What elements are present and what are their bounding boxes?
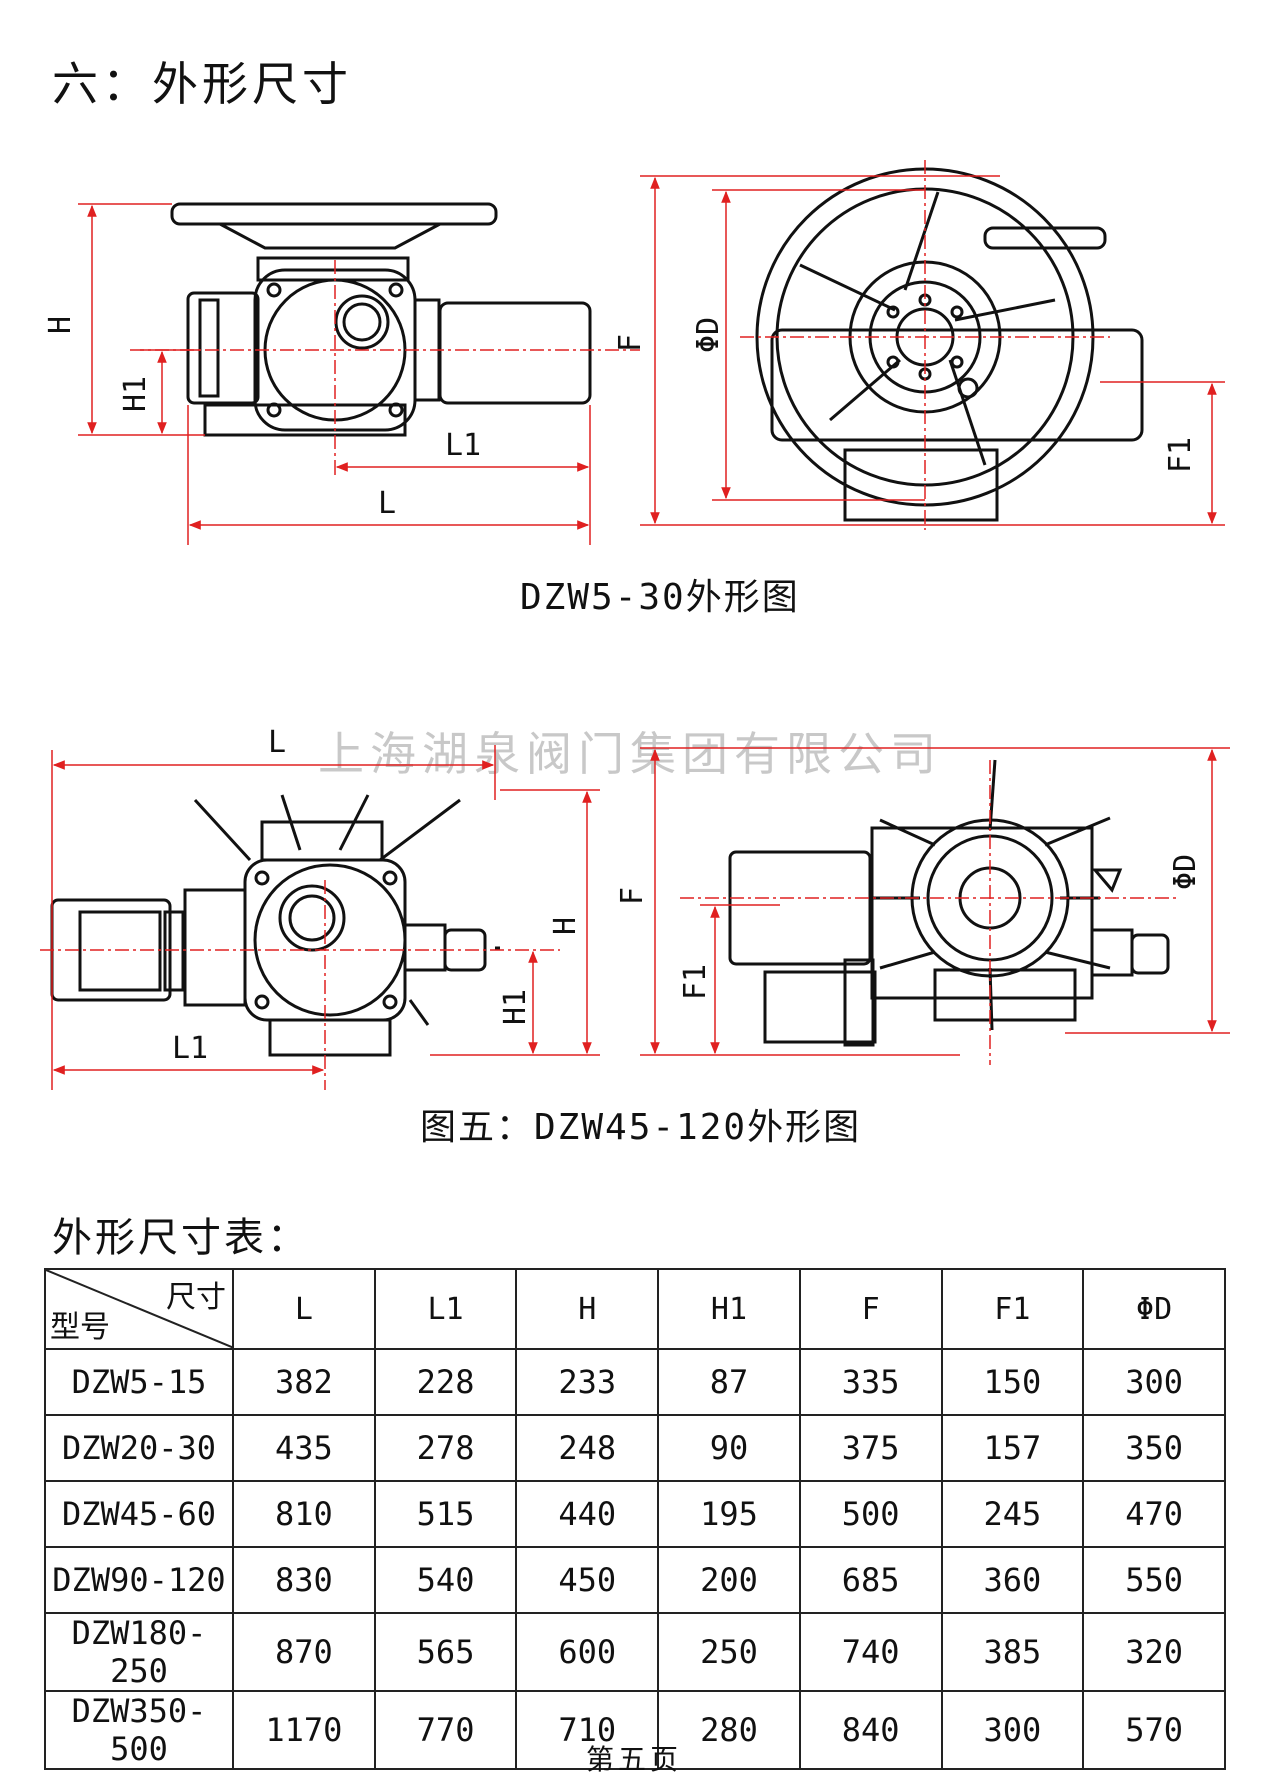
column-header: L1: [373, 1268, 518, 1350]
value-cell: 550: [1082, 1546, 1226, 1614]
column-header: F: [798, 1268, 943, 1350]
model-cell: DZW45-60: [44, 1480, 234, 1548]
actuator-side-view: [170, 202, 592, 437]
value-cell: 245: [940, 1480, 1085, 1548]
table-row: DZW20-30 435 278 248 90 375 157 350: [44, 1414, 1226, 1482]
actuator-side-view-2: [50, 794, 500, 1057]
value-cell: 150: [940, 1348, 1085, 1416]
table-corner-cell: 尺寸 型号: [44, 1268, 234, 1350]
value-cell: 740: [798, 1612, 943, 1692]
column-header: H1: [657, 1268, 801, 1350]
dimensions-table: 尺寸 型号 L L1 H H1 F F1 ΦD DZW5-15 382 228 …: [44, 1268, 1226, 1770]
dim-label-H1-2: H1: [498, 989, 533, 1025]
dim-label-H-2: H: [548, 917, 583, 935]
dim-label-L-2: L: [268, 725, 286, 760]
dim-label-phiD-2: ΦD: [1168, 854, 1203, 890]
value-cell: 233: [515, 1348, 660, 1416]
table-row: DZW45-60 810 515 440 195 500 245 470: [44, 1480, 1226, 1548]
value-cell: 375: [798, 1414, 943, 1482]
value-cell: 515: [373, 1480, 518, 1548]
value-cell: 382: [232, 1348, 376, 1416]
value-cell: 250: [657, 1612, 801, 1692]
figure1-left-labels: H H1 L1 L: [43, 316, 481, 521]
model-cell: DZW20-30: [44, 1414, 234, 1482]
value-cell: 1170: [232, 1690, 376, 1770]
value-cell: 90: [657, 1414, 801, 1482]
section-title: 六：外形尺寸: [52, 57, 352, 111]
figure1-right-labels: F ΦD F1: [613, 317, 1198, 473]
value-cell: 440: [515, 1480, 660, 1548]
table-title: 外形尺寸表：: [52, 1215, 310, 1261]
value-cell: 385: [940, 1612, 1085, 1692]
dim-label-phiD: ΦD: [691, 317, 726, 353]
model-cell: DZW5-15: [44, 1348, 234, 1416]
value-cell: 500: [798, 1480, 943, 1548]
column-header: L: [232, 1268, 376, 1350]
dim-label-F: F: [613, 334, 648, 352]
dim-label-F1: F1: [1163, 437, 1198, 473]
corner-top-label: 尺寸: [166, 1280, 226, 1315]
page-number: 第五页: [586, 1743, 683, 1776]
value-cell: 335: [798, 1348, 943, 1416]
value-cell: 300: [1082, 1348, 1226, 1416]
figure2-right-labels: F F1 ΦD: [615, 854, 1203, 1000]
figure2-caption: 图五：DZW45-120外形图: [420, 1107, 862, 1148]
table-row: DZW90-120 830 540 450 200 685 360 550: [44, 1546, 1226, 1614]
value-cell: 87: [657, 1348, 801, 1416]
table-row: DZW5-15 382 228 233 87 335 150 300: [44, 1348, 1226, 1416]
value-cell: 770: [373, 1690, 518, 1770]
figure2-left-labels: L L1 H H1: [172, 725, 583, 1066]
value-cell: 600: [515, 1612, 660, 1692]
model-cell: DZW180-250: [44, 1612, 234, 1692]
value-cell: 810: [232, 1480, 376, 1548]
figure-dzw45-120-drawing: L L1 H H1 F F1 ΦD: [40, 725, 1230, 1090]
table-row: DZW180-250 870 565 600 250 740 385 320: [44, 1612, 1226, 1692]
value-cell: 830: [232, 1546, 376, 1614]
model-cell: DZW350-500: [44, 1690, 234, 1770]
dim-label-F-2: F: [615, 887, 650, 905]
dim-label-F1-2: F1: [678, 964, 713, 1000]
value-cell: 570: [1082, 1690, 1226, 1770]
value-cell: 470: [1082, 1480, 1226, 1548]
value-cell: 540: [373, 1546, 518, 1614]
value-cell: 300: [940, 1690, 1085, 1770]
column-header: F1: [940, 1268, 1085, 1350]
dim-label-H: H: [43, 316, 78, 334]
actuator-front-view-2: [728, 759, 1170, 1047]
value-cell: 565: [373, 1612, 518, 1692]
value-cell: 350: [1082, 1414, 1226, 1482]
column-header: ΦD: [1082, 1268, 1226, 1350]
value-cell: 280: [657, 1690, 801, 1770]
corner-bottom-label: 型号: [50, 1310, 110, 1345]
figure1-caption: DZW5-30外形图: [520, 577, 800, 618]
value-cell: 870: [232, 1612, 376, 1692]
dim-label-L1-2: L1: [172, 1031, 208, 1066]
value-cell: 360: [940, 1546, 1085, 1614]
value-cell: 157: [940, 1414, 1085, 1482]
value-cell: 685: [798, 1546, 943, 1614]
company-watermark: 上海湖泉阀门集团有限公司: [318, 727, 942, 781]
value-cell: 450: [515, 1546, 660, 1614]
column-header: H: [515, 1268, 660, 1350]
model-cell: DZW90-120: [44, 1546, 234, 1614]
dim-label-H1: H1: [118, 376, 153, 412]
value-cell: 435: [232, 1414, 376, 1482]
value-cell: 248: [515, 1414, 660, 1482]
dim-label-L: L: [378, 486, 396, 521]
value-cell: 200: [657, 1546, 801, 1614]
table-header-row: 尺寸 型号 L L1 H H1 F F1 ΦD: [44, 1268, 1226, 1350]
figure-dzw5-30-drawing: H H1 L1 L F ΦD F1: [43, 160, 1225, 545]
handwheel-front-view: [755, 167, 1144, 522]
value-cell: 278: [373, 1414, 518, 1482]
value-cell: 840: [798, 1690, 943, 1770]
dim-label-L1: L1: [445, 428, 481, 463]
value-cell: 228: [373, 1348, 518, 1416]
value-cell: 195: [657, 1480, 801, 1548]
value-cell: 320: [1082, 1612, 1226, 1692]
